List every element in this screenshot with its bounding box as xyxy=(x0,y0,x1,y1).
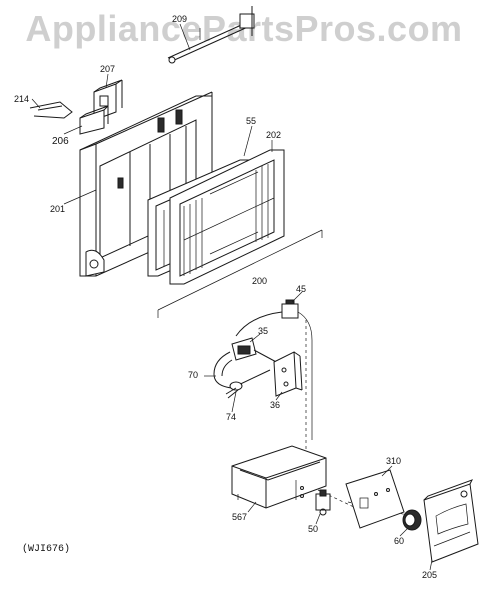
leader-lines xyxy=(31,23,433,571)
part-74-thermostat xyxy=(225,381,243,399)
callout-206: 206 xyxy=(52,136,69,147)
part-36-bracket xyxy=(273,351,303,397)
callout-202: 202 xyxy=(266,130,282,140)
model-code: (WJI676) xyxy=(22,544,71,555)
callout-45: 45 xyxy=(296,284,307,294)
part-50-switch xyxy=(315,489,331,516)
callout-70: 70 xyxy=(188,370,199,380)
assembly-200-bracket xyxy=(157,229,323,311)
callout-205: 205 xyxy=(422,570,438,580)
part-206-bracket xyxy=(79,105,109,135)
callout-35: 35 xyxy=(258,326,269,336)
part-209-rod xyxy=(167,6,255,64)
callout-55: 55 xyxy=(246,116,257,126)
callout-74: 74 xyxy=(226,412,237,422)
part-35-switch xyxy=(231,337,281,365)
callout-567: 567 xyxy=(232,512,248,522)
callout-36: 36 xyxy=(270,400,281,410)
callout-207: 207 xyxy=(100,64,116,74)
part-45-component xyxy=(235,299,313,440)
callout-50: 50 xyxy=(308,524,319,534)
part-202-grille xyxy=(169,149,285,285)
part-310-plate xyxy=(345,469,405,529)
part-60-knob xyxy=(402,509,422,531)
part-205-panel xyxy=(423,479,479,563)
callout-209: 209 xyxy=(172,14,188,24)
part-567-control-box xyxy=(231,445,327,509)
callout-310: 310 xyxy=(386,456,402,466)
callout-60: 60 xyxy=(394,536,405,546)
callout-201: 201 xyxy=(50,204,66,214)
callout-214: 214 xyxy=(14,94,30,104)
callout-200: 200 xyxy=(252,276,268,286)
part-214-clip xyxy=(29,101,73,119)
